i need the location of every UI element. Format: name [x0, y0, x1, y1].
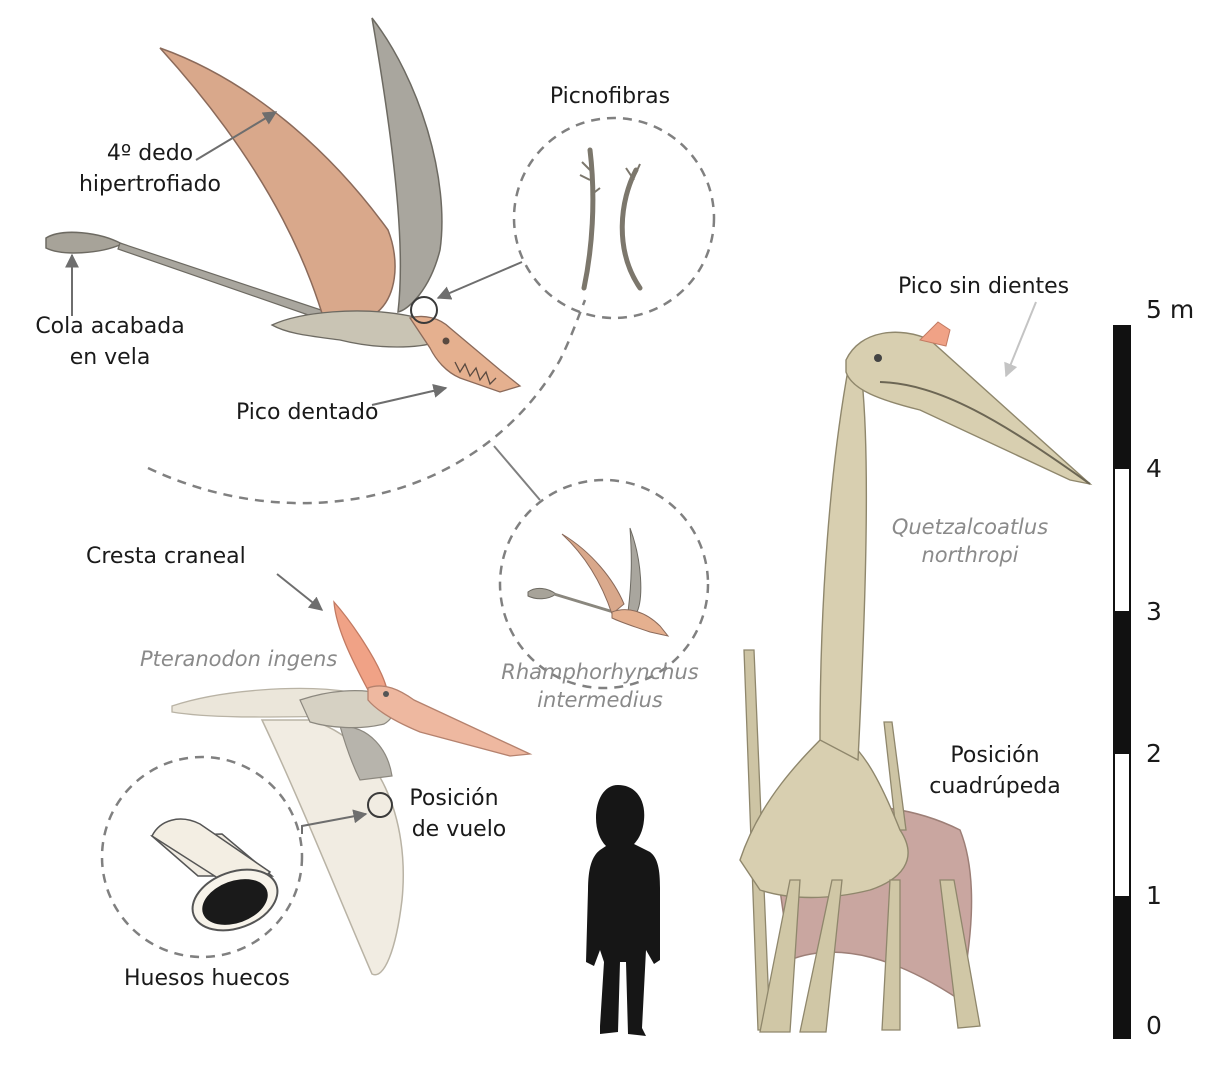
label-cola-line1: Cola acabada	[35, 314, 185, 339]
scale-bar	[1113, 325, 1131, 1039]
species-pteranodon: Pteranodon ingens	[140, 647, 338, 671]
label-posicion-vuelo-line2: de vuelo	[411, 817, 507, 842]
label-cresta-craneal: Cresta craneal	[86, 544, 246, 569]
scale-tick-2: 2	[1146, 739, 1162, 768]
rhamphorhynchus-illustration	[45, 17, 522, 393]
label-picnofibras: Picnofibras	[549, 84, 671, 109]
scale-tick-1: 1	[1146, 881, 1162, 910]
label-posicion-cuadrupeda-line2: cuadrúpeda	[929, 774, 1061, 799]
scale-tick-4: 4	[1146, 454, 1162, 483]
label-pico-dentado: Pico dentado	[236, 400, 379, 425]
species-rhamphorhynchus-line2: intermedius	[537, 688, 663, 712]
hollow-bone-zoom-circle	[100, 755, 304, 959]
species-rhamphorhynchus-line1: Rhamphorhynchus	[501, 660, 699, 684]
scale-tick-0: 0	[1146, 1011, 1162, 1040]
label-pico-sin-dientes: Pico sin dientes	[898, 274, 1070, 299]
label-dedo-line2: hipertrofiado	[78, 172, 221, 197]
quetzalcoatlus-illustration	[739, 321, 1093, 1033]
rhamphorhynchus-scale-circle	[498, 478, 710, 690]
scale-tick-3: 3	[1146, 597, 1162, 626]
scale-label-unit: 5 m	[1146, 295, 1195, 324]
zoom-connector-line	[493, 445, 541, 501]
label-huesos-huecos: Huesos huecos	[124, 966, 290, 991]
label-arrows	[65, 111, 1037, 834]
species-quetzalcoatlus-line1: Quetzalcoatlus	[891, 515, 1049, 539]
human-silhouette	[586, 785, 660, 1036]
label-posicion-cuadrupeda-line1: Posición	[950, 743, 1040, 768]
pycnofibre-zoom-circle	[512, 116, 716, 320]
label-cola-line2: en vela	[69, 345, 151, 370]
label-dedo-line1: 4º dedo	[106, 141, 194, 166]
species-quetzalcoatlus-line2: northropi	[921, 543, 1019, 567]
label-posicion-vuelo-line1: Posición	[409, 786, 499, 811]
zoom-dashed-arc	[147, 299, 587, 505]
pteranodon-illustration	[171, 600, 533, 976]
